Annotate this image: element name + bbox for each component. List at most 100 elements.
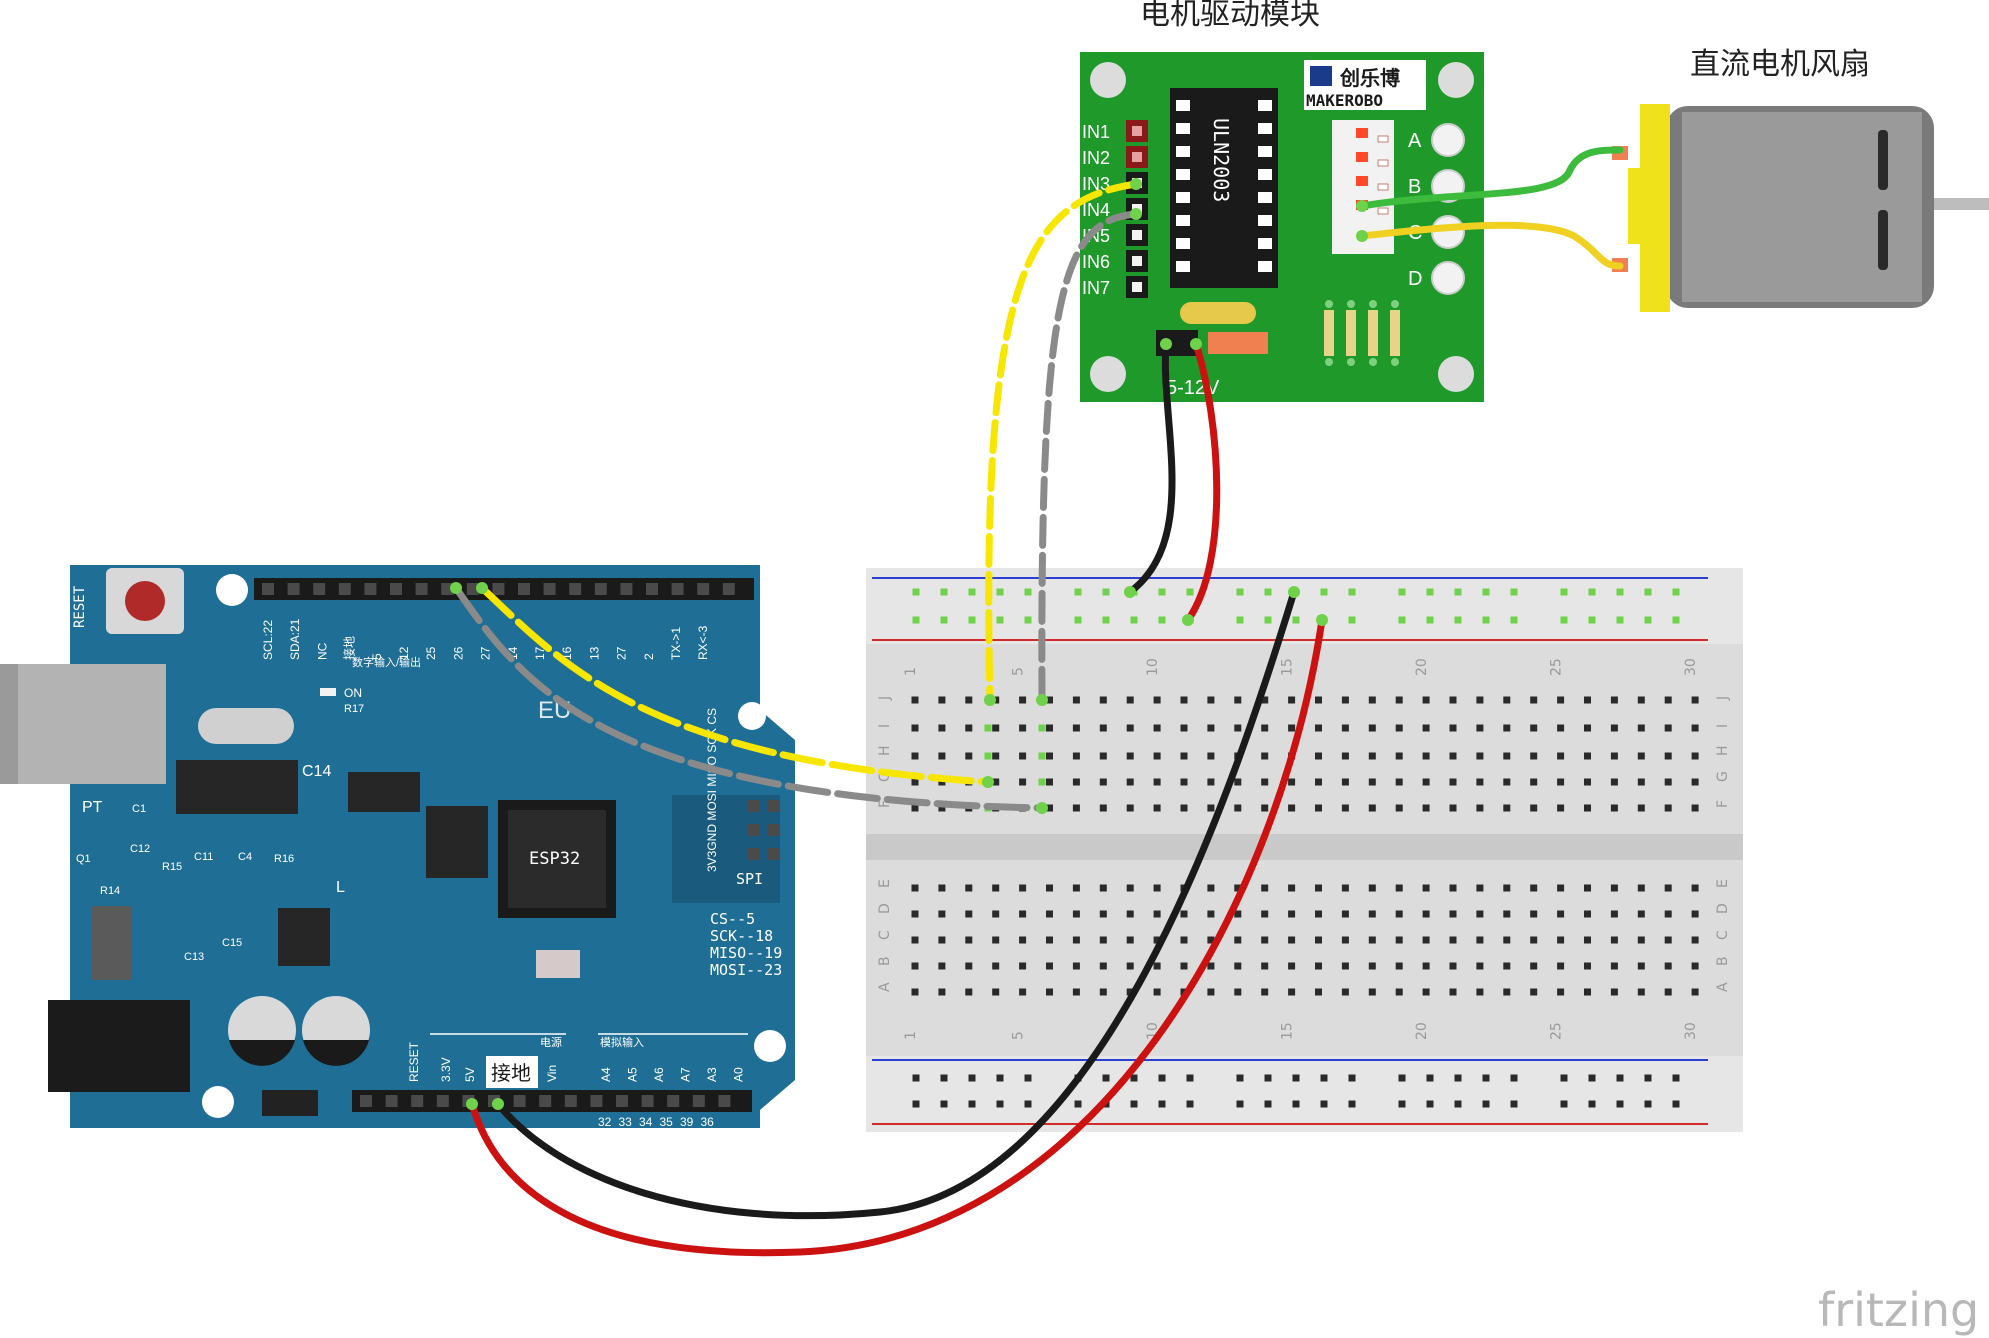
breadboard-hole — [1341, 988, 1349, 996]
input-header — [1126, 120, 1148, 298]
wire-yellow-in3 — [985, 180, 1140, 704]
spi-pin — [748, 824, 760, 836]
breadboard-hole — [1368, 696, 1376, 704]
breadboard-row-letter-right: F — [1715, 800, 1731, 808]
esp32-board: RESET ESP32 3V3GND MOSI MISO SCK CS SPI … — [0, 565, 795, 1129]
rail-hole — [1348, 588, 1356, 596]
breadboard-hole — [938, 962, 946, 970]
chip-pin — [1258, 215, 1272, 226]
breadboard-hole — [1072, 910, 1080, 918]
breadboard-hole — [1530, 696, 1538, 704]
breadboard-hole — [1341, 752, 1349, 760]
breadboard-hole — [1180, 724, 1188, 732]
analog-header-label: 模拟输入 — [600, 1035, 644, 1049]
chip-pin — [1258, 100, 1272, 111]
breadboard-hole — [992, 778, 1000, 786]
rail-hole — [968, 1100, 976, 1108]
wire-gnd-to-breadboard — [494, 588, 1298, 1220]
breadboard-hole — [1180, 804, 1188, 812]
header-pin — [262, 583, 274, 595]
rail-hole — [1398, 1100, 1406, 1108]
rail-hole — [1644, 1100, 1652, 1108]
header-pin — [360, 1095, 372, 1107]
breadboard-hole — [1019, 778, 1027, 786]
breadboard-hole — [1234, 936, 1242, 944]
breadboard-hole — [1368, 962, 1376, 970]
resistor — [1390, 310, 1400, 356]
header-pin — [718, 1095, 731, 1107]
breadboard-hole — [938, 696, 946, 704]
wire-endpoint — [1190, 338, 1202, 350]
rail-hole — [1560, 1074, 1568, 1082]
rail-hole — [1074, 616, 1082, 624]
wire-endpoint — [1130, 178, 1142, 190]
breadboard-hole — [1476, 778, 1484, 786]
breadboard-col-number-bottom: 20 — [1414, 1022, 1430, 1040]
breadboard-hole — [1153, 910, 1161, 918]
breadboard-hole — [938, 988, 946, 996]
breadboard-hole — [1637, 962, 1645, 970]
breadboard-hole — [1637, 936, 1645, 944]
rail-hole — [1158, 588, 1166, 596]
header-pin — [564, 1095, 577, 1107]
rail-hole — [1672, 1100, 1680, 1108]
wire-endpoint — [1036, 694, 1048, 706]
breadboard-hole — [1637, 724, 1645, 732]
breadboard-hole — [1449, 696, 1457, 704]
breadboard-hole — [1610, 804, 1618, 812]
breadboard-hole — [1395, 696, 1403, 704]
breadboard-hole — [1449, 910, 1457, 918]
header-pin — [539, 1095, 552, 1107]
breadboard-hole — [1449, 936, 1457, 944]
breadboard-hole — [1207, 752, 1215, 760]
rail-hole — [1102, 1074, 1110, 1082]
breadboard-hole — [1072, 988, 1080, 996]
breadboard-hole — [1503, 778, 1511, 786]
rail-hole — [1292, 1100, 1300, 1108]
rail-hole — [1186, 1074, 1194, 1082]
breadboard-hole — [1637, 804, 1645, 812]
breadboard-hole — [1099, 910, 1107, 918]
breadboard-hole — [1072, 696, 1080, 704]
rail-hole — [1348, 1074, 1356, 1082]
rail-hole — [968, 1074, 976, 1082]
breadboard-hole — [1368, 988, 1376, 996]
breadboard-hole — [1180, 752, 1188, 760]
breadboard-hole — [1126, 988, 1134, 996]
breadboard-hole — [1422, 778, 1430, 786]
breadboard-hole — [992, 910, 1000, 918]
rail-hole — [1426, 588, 1434, 596]
breadboard-hole — [1584, 696, 1591, 704]
breadboard-col-number-bottom: 15 — [1280, 1022, 1296, 1040]
breadboard-hole — [1315, 778, 1322, 786]
breadboard-hole — [1126, 724, 1134, 732]
breadboard-hole — [1530, 752, 1538, 760]
breadboard-hole — [1530, 988, 1538, 996]
breadboard-hole — [1234, 696, 1242, 704]
led — [1356, 128, 1368, 138]
usb-port — [0, 664, 166, 784]
breadboard-col-number-top: 5 — [1011, 667, 1027, 676]
header-pin — [364, 583, 377, 595]
breadboard-hole — [1395, 804, 1403, 812]
breadboard-hole — [965, 988, 973, 996]
breadboard-hole — [1691, 696, 1699, 704]
rail-hole — [1672, 616, 1680, 624]
rail-hole — [1320, 1074, 1328, 1082]
breadboard-row-letter-right: E — [1715, 879, 1731, 888]
spi-pin — [748, 800, 760, 812]
digital-pin-label: 2 — [642, 653, 656, 660]
breadboard-hole — [1557, 724, 1565, 732]
breadboard-hole — [1099, 778, 1107, 786]
rail-hole — [1186, 588, 1194, 596]
breadboard-hole — [1180, 910, 1188, 918]
breadboard-hole — [1395, 884, 1403, 892]
breadboard-row-letter-right: G — [1715, 771, 1731, 782]
rail-hole — [1672, 588, 1680, 596]
breadboard-hole — [1557, 962, 1565, 970]
breadboard-hole — [1207, 696, 1215, 704]
digital-pin-label: RX<-3 — [696, 625, 710, 660]
